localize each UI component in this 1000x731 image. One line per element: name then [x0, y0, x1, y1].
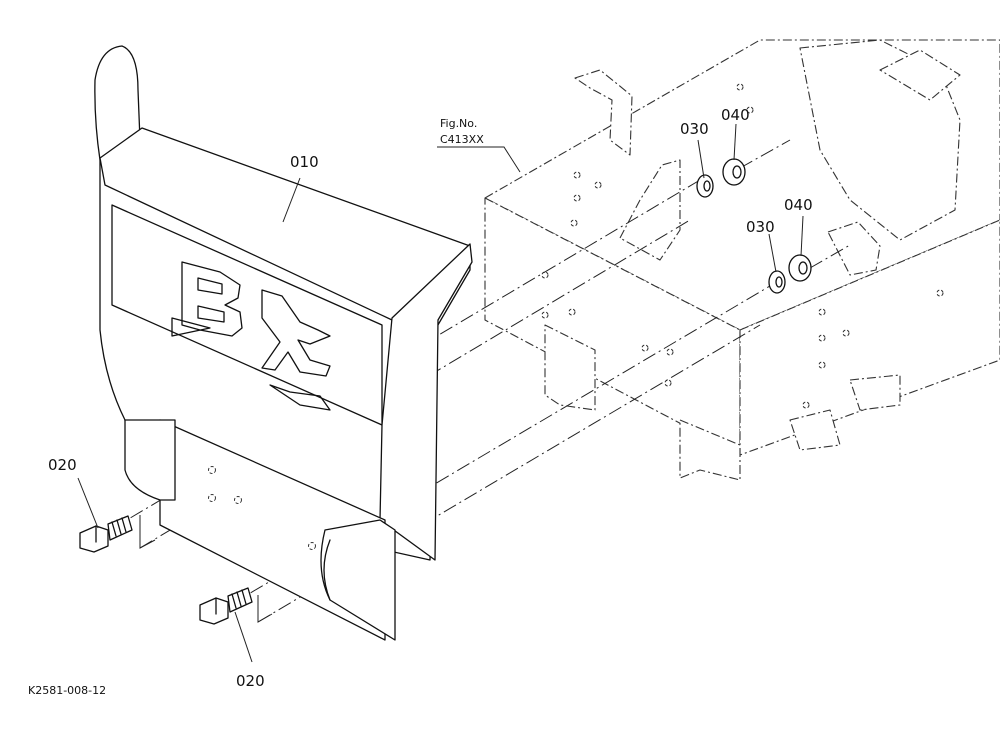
- bx-logo: [171, 261, 331, 411]
- callout-040-upper: 040: [721, 106, 750, 124]
- callout-030-lower: 030: [746, 218, 775, 236]
- front-guard: [94, 45, 473, 641]
- callout-010: 010: [290, 153, 319, 171]
- spacer-lower: [788, 254, 812, 282]
- drawing-code: K2581-008-12: [28, 684, 106, 697]
- flange-bolt-bottom: [199, 587, 253, 625]
- tractor-frame: [484, 39, 1000, 481]
- callout-020-bottom: 020: [236, 672, 265, 690]
- lock-washer-upper: [696, 174, 714, 198]
- callout-030-upper: 030: [680, 120, 709, 138]
- flange-bolt-left: [79, 515, 133, 553]
- figure-ref-line2: C413XX: [440, 133, 484, 146]
- lock-washer-lower: [768, 270, 786, 294]
- figure-ref-line1: Fig.No.: [440, 117, 477, 130]
- spacer-upper: [722, 158, 746, 186]
- callout-020-left: 020: [48, 456, 77, 474]
- leader-lines: [77, 123, 804, 663]
- callout-040-lower: 040: [784, 196, 813, 214]
